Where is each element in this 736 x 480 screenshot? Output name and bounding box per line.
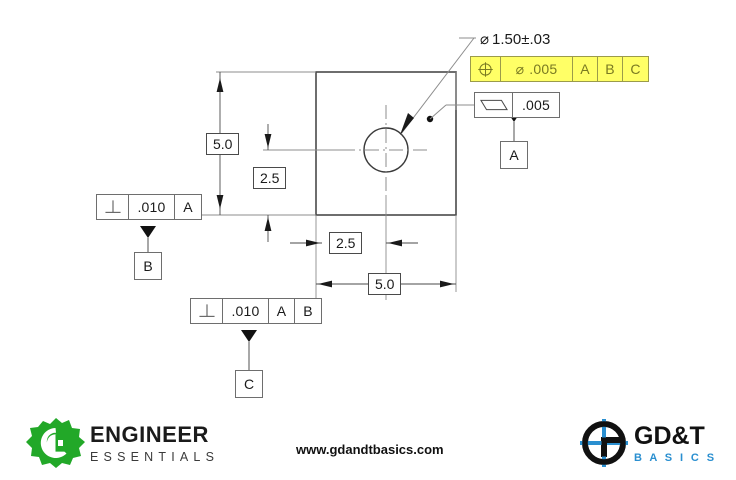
footer-url[interactable]: www.gdandtbasics.com (296, 442, 444, 457)
basic-dimension-horizontal-overall: 5.0 (368, 273, 402, 295)
arrowhead-vert-hole-bottom (264, 217, 272, 231)
perpendicularity-c-datum-b-cell: B (303, 303, 313, 319)
position-tolerance-value: .005 (529, 61, 558, 77)
hole-diameter-value: 1.50±.03 (492, 31, 551, 48)
perpendicularity-symbol-icon-b (97, 195, 129, 219)
gdt-basics-line2: B A S I C S (634, 452, 717, 464)
perpendicularity-symbol-icon-c (191, 299, 223, 323)
arrowhead-vert-overall-bottom (216, 195, 224, 209)
position-datum-b-cell: B (598, 57, 623, 81)
perpendicularity-c-datum-a-cell: A (269, 299, 295, 323)
perpendicularity-b-tolerance-value: .010 (129, 195, 175, 219)
leader-line-flatness-seg1 (429, 104, 447, 120)
position-symbol-icon (471, 57, 501, 81)
arrowhead-vert-overall-top (216, 78, 224, 92)
arrowhead-horz-hole-left (306, 239, 320, 247)
datum-triangle-c (241, 330, 257, 342)
position-tolerance-cell: ⌀ .005 (501, 57, 573, 81)
datum-identifier-a[interactable]: A (500, 141, 528, 169)
arrowhead-horz-hole-right (388, 239, 402, 247)
perpendicularity-c-tolerance-value: .010 (223, 299, 269, 323)
datum-identifier-c[interactable]: C (235, 370, 263, 398)
diameter-symbol: ⌀ (480, 31, 490, 48)
engineer-essentials-gear-icon (26, 418, 85, 468)
hole-diameter-callout: ⌀1.50±.03 (480, 30, 550, 48)
arrowhead-horz-overall-right (440, 280, 454, 288)
basic-dimension-vertical-overall: 5.0 (206, 133, 240, 155)
flatness-symbol-icon (475, 93, 513, 117)
feature-control-frame-perpendicularity-c[interactable]: .010 A B (190, 298, 322, 324)
position-datum-c-cell: C (630, 61, 641, 77)
feature-control-frame-flatness[interactable]: .005 (474, 92, 560, 118)
basic-dimension-vertical-hole: 2.5 (253, 167, 287, 189)
engineer-essentials-line2: ESSENTIALS (90, 450, 220, 464)
diameter-modifier-symbol: ⌀ (515, 60, 525, 77)
feature-control-frame-position[interactable]: ⌀ .005 A B C (470, 56, 649, 82)
datum-triangle-b (140, 226, 156, 238)
arrowhead-hole-leader (400, 113, 414, 135)
engineer-essentials-wordmark: ENGINEER ESSENTIALS (90, 424, 219, 465)
basic-dimension-horizontal-hole: 2.5 (329, 232, 363, 254)
feature-control-frame-perpendicularity-b[interactable]: .010 A (96, 194, 202, 220)
gdt-basics-wordmark: GD&T B A S I C S (634, 424, 716, 465)
datum-identifier-b[interactable]: B (134, 252, 162, 280)
gdt-basics-line1: GD&T (634, 422, 705, 450)
arrowhead-horz-overall-left (318, 280, 332, 288)
position-datum-a-cell: A (573, 57, 598, 81)
gdt-basics-mark-icon (580, 419, 628, 467)
engineer-essentials-line1: ENGINEER (90, 422, 209, 447)
flatness-tolerance-value: .005 (521, 97, 551, 113)
perpendicularity-b-datum-a-cell: A (183, 199, 193, 215)
arrowhead-vert-hole-top (264, 134, 272, 148)
